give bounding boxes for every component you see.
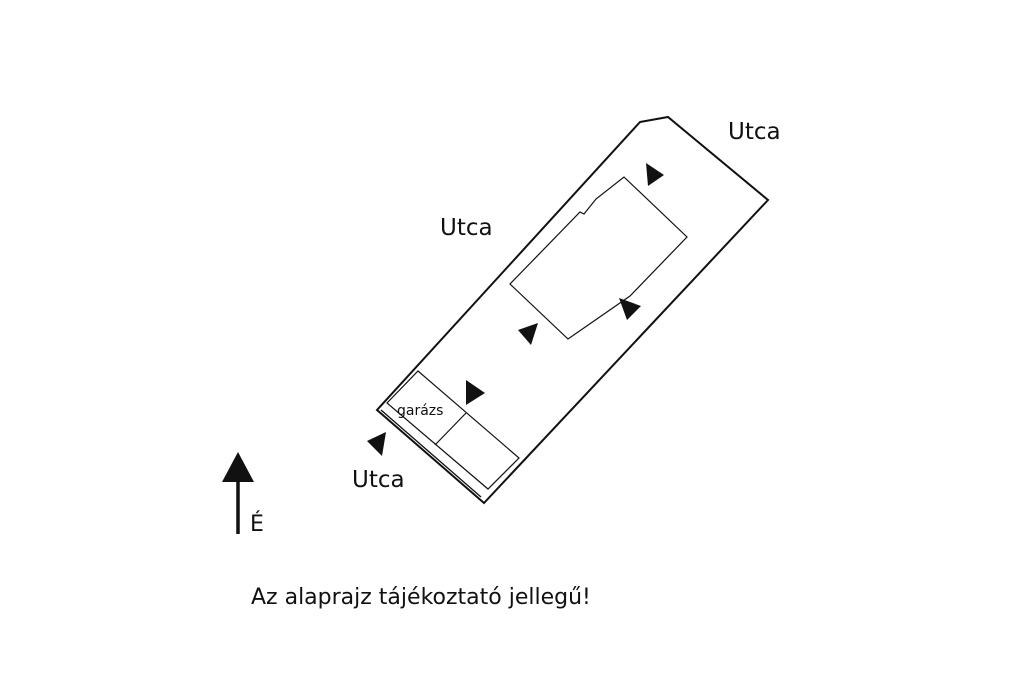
- disclaimer-note: Az alaprajz tájékoztató jellegű!: [251, 585, 591, 610]
- street-label-northeast: Utca: [728, 119, 781, 145]
- garage-divider: [434, 412, 467, 446]
- north-label: É: [250, 512, 264, 537]
- view-direction-arrow-icon: [518, 323, 538, 345]
- view-direction-arrow-icon: [466, 380, 485, 405]
- plot-boundary: [375, 115, 770, 505]
- garage-outline: [386, 370, 520, 490]
- house-outline: [509, 176, 688, 340]
- north-arrow-icon: [222, 452, 254, 534]
- street-label-northwest: Utca: [440, 215, 493, 241]
- view-direction-arrow-icon: [646, 163, 664, 186]
- view-direction-arrow-icon: [619, 298, 641, 320]
- view-direction-arrow-icon: [367, 432, 386, 456]
- plot-boundary-inner-edge: [380, 409, 482, 498]
- garage-label: garázs: [397, 403, 444, 419]
- street-label-southwest: Utca: [352, 467, 405, 493]
